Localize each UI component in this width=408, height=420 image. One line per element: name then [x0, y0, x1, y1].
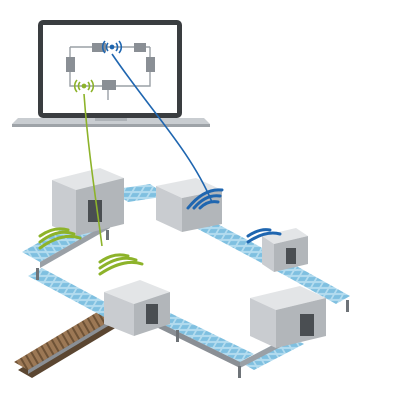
component-bottom [102, 80, 116, 90]
resistor-top-right [134, 43, 146, 52]
component-right [146, 57, 155, 72]
resistor-top [92, 43, 106, 52]
wireless-signal-icon [38, 227, 82, 250]
wireless-signal-icon [246, 228, 282, 244]
laptop-screen [43, 25, 177, 113]
machine-station-icon [104, 280, 170, 336]
conveyor-segment-right [286, 268, 350, 304]
laptop-icon [12, 20, 210, 127]
laptop-green-sensor [73, 79, 95, 93]
conveyor-segment-front [150, 310, 254, 362]
blue-link-line [111, 53, 213, 203]
station-blue-antenna [186, 188, 224, 210]
component-left [66, 57, 75, 72]
laptop-blue-sensor [101, 40, 123, 54]
station-green-antenna [98, 253, 144, 276]
machine-station-icon [52, 168, 124, 236]
roller-belt [14, 308, 122, 378]
green-link-line [83, 93, 103, 247]
machine-station-icon [262, 228, 308, 272]
machine-station-icon [250, 286, 326, 348]
conveyor-segment-back [110, 184, 168, 202]
conveyor-segment-front-left [28, 268, 120, 318]
machine-station-icon [156, 178, 222, 232]
